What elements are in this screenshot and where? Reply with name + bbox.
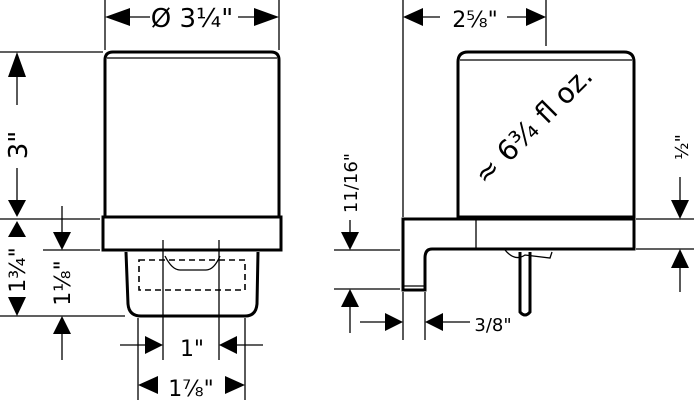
front-width-inner-label: 1" [180, 337, 204, 362]
side-band-spout [401, 217, 636, 292]
front-height-base-label: 1¾" [6, 247, 31, 292]
front-height-body-label: 3" [4, 131, 34, 160]
front-hidden-outline [138, 259, 246, 291]
side-view: ≈ 6¾ fl oz. 2⅝" 11/16" 3/8" ½" [334, 0, 694, 340]
front-lower-part [124, 251, 260, 318]
front-height-lower-label: 1⅛" [51, 260, 76, 305]
side-pump-pin [518, 252, 532, 317]
side-band-height-label: ½" [672, 134, 693, 160]
front-width-lower-label: 1⅞" [168, 377, 213, 402]
side-spout-height-label: 11/16" [341, 153, 362, 213]
front-body [103, 50, 281, 219]
side-body [456, 50, 636, 219]
front-band [101, 215, 283, 252]
front-view: Ø 3¼" 3" 1¾" 1⅛" 1" 1⅞" [0, 0, 283, 402]
side-depth-label: 2⅝" [452, 8, 497, 33]
side-spout-width-label: 3/8" [474, 315, 511, 336]
front-diameter-label: Ø 3¼" [151, 4, 233, 34]
